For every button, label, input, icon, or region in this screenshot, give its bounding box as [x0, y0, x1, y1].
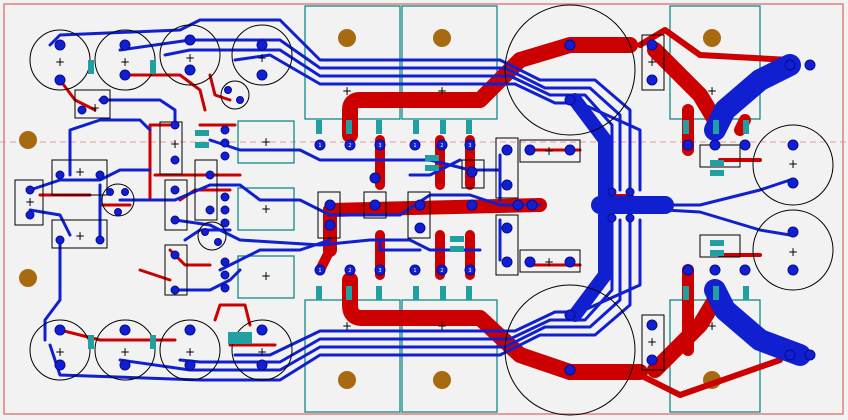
plus-mark: + [707, 84, 717, 98]
svg-text:2: 2 [348, 143, 351, 149]
plus-mark: + [342, 319, 352, 333]
plus-mark: + [55, 55, 65, 69]
plus-mark: + [437, 319, 447, 333]
plus-mark: + [55, 345, 65, 359]
plus-mark: + [261, 202, 271, 216]
component-outlines [14, 34, 741, 371]
through-hole-pads [25, 34, 816, 376]
capacitor-outlines [29, 4, 834, 416]
svg-text:3: 3 [378, 268, 381, 274]
svg-text:1: 1 [413, 268, 416, 274]
silkscreen-plus-marks: + + + + + + + + + + + + + + + + + + + + … [25, 51, 798, 359]
plus-mark: + [261, 135, 271, 149]
plus-mark: + [120, 55, 130, 69]
plus-mark: + [544, 255, 554, 269]
svg-text:2: 2 [440, 268, 443, 274]
plus-mark: + [342, 84, 352, 98]
svg-text:3: 3 [468, 143, 471, 149]
plus-mark: + [90, 101, 100, 115]
svg-text:1: 1 [318, 268, 321, 274]
plus-mark: + [75, 165, 85, 179]
plus-mark: + [647, 55, 657, 69]
smd-pads [88, 60, 749, 349]
plus-mark: + [120, 345, 130, 359]
svg-text:3: 3 [378, 143, 381, 149]
plus-mark: + [788, 245, 798, 259]
plus-mark: + [788, 157, 798, 171]
plus-mark: + [437, 84, 447, 98]
board-outline [3, 3, 844, 415]
plus-mark: + [647, 335, 657, 349]
plus-mark: + [261, 269, 271, 283]
plus-mark: + [185, 51, 195, 65]
svg-text:1: 1 [413, 143, 416, 149]
plus-mark: + [544, 144, 554, 158]
svg-text:1: 1 [318, 143, 321, 149]
plus-mark: + [25, 195, 35, 209]
svg-text:3: 3 [468, 268, 471, 274]
plus-mark: + [75, 229, 85, 243]
plus-mark: + [257, 51, 267, 65]
pad-labels: 1 2 3 1 2 3 1 2 3 1 2 3 [318, 143, 471, 274]
plus-mark: + [257, 345, 267, 359]
plus-mark: + [170, 137, 180, 151]
svg-text:2: 2 [440, 143, 443, 149]
svg-text:2: 2 [348, 268, 351, 274]
bottom-copper-traces [28, 18, 811, 382]
plus-mark: + [185, 345, 195, 359]
mounting-holes [19, 29, 721, 389]
plus-mark: + [707, 319, 717, 333]
